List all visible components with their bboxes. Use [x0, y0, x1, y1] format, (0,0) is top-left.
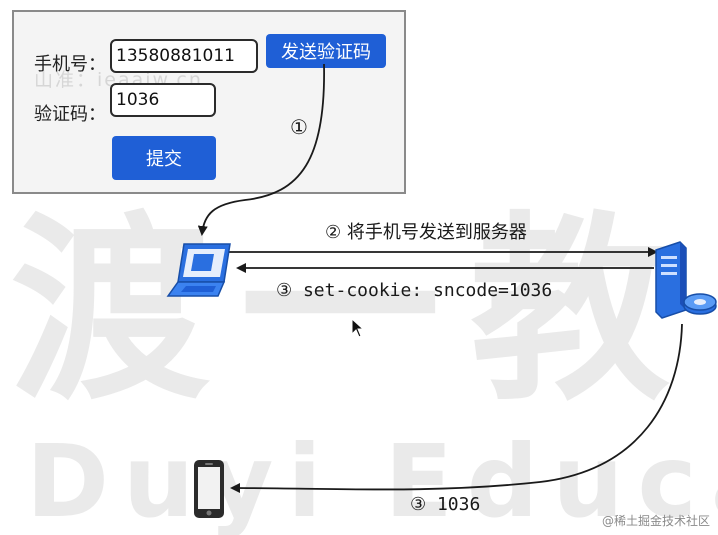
send-code-button[interactable]: 发送验证码	[266, 34, 386, 68]
verification-form-panel: 山准：ieaaiw.cn 手机号： 13580881011 发送验证码 验证码：…	[12, 10, 406, 194]
arrow-step3-server-to-phone	[230, 323, 683, 494]
step1-label: ①	[290, 115, 308, 139]
submit-button[interactable]: 提交	[112, 136, 216, 180]
phone-input[interactable]: 13580881011	[110, 39, 258, 73]
step3-sms-label: ③ 1036	[410, 494, 481, 515]
laptop-icon	[166, 243, 231, 297]
source-credit: @稀土掘金技术社区	[601, 514, 710, 528]
phone-label: 手机号：	[34, 54, 106, 75]
server-icon	[655, 241, 717, 319]
code-label: 验证码：	[34, 104, 106, 125]
step3-cookie-label: ③ set-cookie: sncode=1036	[276, 280, 553, 301]
mouse-cursor-icon	[351, 318, 365, 338]
code-input[interactable]: 1036	[110, 83, 216, 117]
mobile-phone-icon	[194, 460, 224, 518]
step2-label: ② 将手机号发送到服务器	[325, 222, 527, 243]
